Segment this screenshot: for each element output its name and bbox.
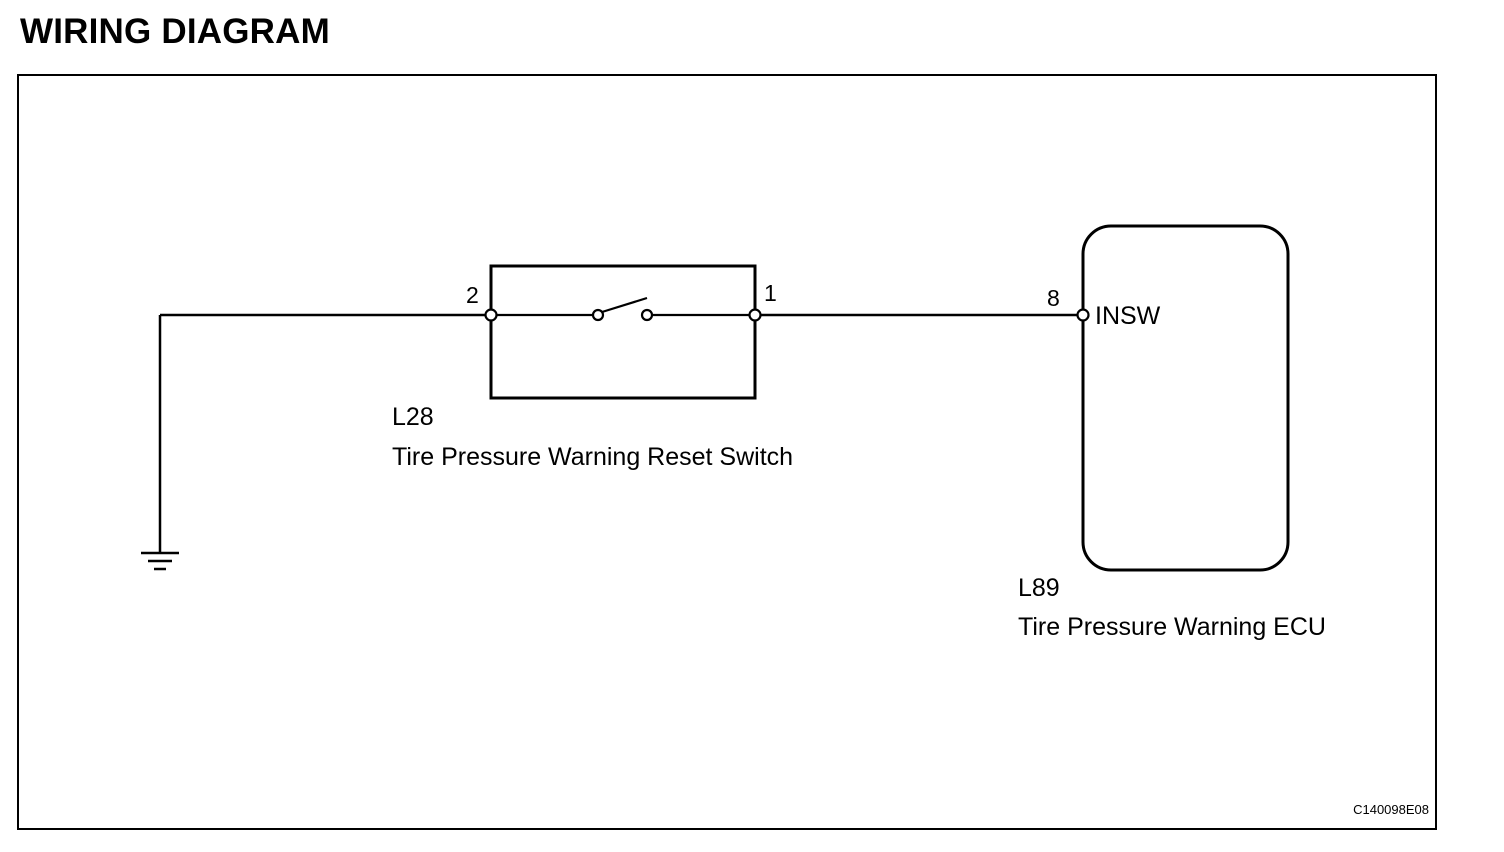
switch-name-label: Tire Pressure Warning Reset Switch (392, 443, 793, 471)
ecu-code-label: L89 (1018, 574, 1060, 602)
switch-pin-2-label: 2 (466, 282, 479, 308)
switch-box (489, 264, 757, 400)
switch-pin-1-terminal (748, 308, 762, 322)
switch-pin-1-label: 1 (764, 280, 777, 306)
switch-code-label: L28 (392, 403, 434, 431)
reset-switch: 2 1 (466, 264, 777, 400)
page-title: WIRING DIAGRAM (20, 12, 330, 51)
switch-contact-icon (497, 296, 750, 322)
diagram-frame (17, 74, 1437, 830)
ecu-box (1081, 224, 1290, 572)
ground-icon (141, 551, 179, 571)
ecu-name-label: Tire Pressure Warning ECU (1018, 613, 1326, 641)
ecu: 8 INSW (1047, 224, 1290, 572)
ecu-pin-8-label: 8 (1047, 285, 1060, 311)
ground-wire (158, 313, 487, 553)
ecu-pin-8-terminal (1076, 308, 1090, 322)
switch-pin-2-terminal (484, 308, 498, 322)
ecu-terminal-label: INSW (1095, 302, 1161, 330)
reference-code: C140098E08 (1353, 802, 1429, 817)
